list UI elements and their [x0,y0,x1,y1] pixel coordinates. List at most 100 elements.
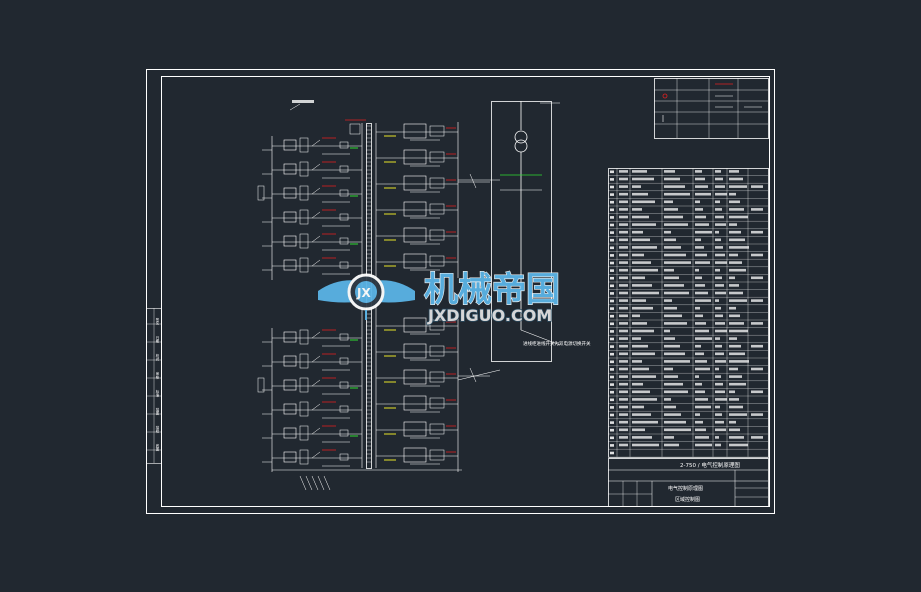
switch [311,235,321,243]
table-cell-text [695,398,708,401]
table-index [610,383,614,386]
table-index [610,170,614,174]
relay-box [299,353,309,369]
contactor-box [403,421,427,437]
top-breaker [349,123,361,135]
table-cell-text [695,223,709,226]
table-index [610,193,614,196]
table-index [610,261,614,265]
contactor-box [403,447,427,463]
table-index [610,322,614,326]
table-cell-text [729,170,739,173]
switch [311,331,321,339]
table-cell-text [619,268,628,272]
motor-box [429,397,445,409]
table-cell-text [729,261,742,264]
motor-box [429,423,445,435]
table-cell-text [695,268,699,272]
table-cell-text [751,413,763,416]
table-cell-text [695,375,699,378]
watermark-logo: JX [318,273,415,320]
switch [311,187,321,195]
table-cell-text [715,367,719,371]
table-cell-text [664,185,685,188]
fuse [339,261,349,269]
table-cell-text [619,405,628,409]
table-cell-text [632,284,652,287]
contactor-box [403,395,427,411]
table-cell-text [729,367,738,371]
table-index [610,200,614,204]
table-cell-text [715,291,726,295]
contactor-box [403,317,427,333]
table-cell-text [619,436,628,439]
table-cell-text [619,238,628,242]
table-cell-text [664,268,674,272]
table-cell-text [729,268,746,272]
table-cell-text [715,215,724,219]
table-cell-text [664,192,690,196]
table-cell-text [619,420,628,424]
table-cell-text [729,398,739,401]
label-text [292,100,314,103]
table-cell-text [695,352,704,356]
table-cell-text [664,246,681,249]
table-cell-text [664,413,681,416]
margin-tag: 签名 [155,317,159,325]
table-cell-text [695,246,704,249]
table-cell-text [729,253,738,257]
table-cell-text [751,367,763,371]
table-cell-text [632,268,658,272]
fuse [339,357,349,365]
table-cell-text [729,192,736,196]
table-cell-text [632,192,648,196]
table-cell-text [619,177,628,181]
motor-box [429,177,445,189]
table-cell-text [632,329,654,333]
table-cell-text [729,405,743,409]
table-cell-text [729,352,745,356]
table-cell-text [715,284,724,287]
table-index [610,352,614,356]
table-cell-text [664,230,671,234]
motor-box [283,379,297,391]
switch [311,139,321,147]
table-cell-text [619,375,628,378]
table-index [610,208,614,212]
table-cell-text [632,413,651,416]
table-cell-text [632,405,644,409]
title-block: 2-750 / 电气控制原理图 电气控制原理图 区域控制图 [608,458,769,507]
table-cell-text [619,230,628,234]
table-index [610,307,614,310]
table-cell-text [715,276,722,280]
motor-box [429,151,445,163]
table-cell-text [619,428,628,432]
table-cell-text [619,337,628,340]
table-cell-text [664,352,685,356]
motor-box [283,187,297,199]
table-cell-text [619,200,628,204]
table-cell-text [695,177,705,181]
table-cell-text [751,185,763,188]
table-cell-text [632,200,655,204]
table-cell-text [695,253,707,257]
table-cell-text [632,185,641,188]
table-cell-text [751,322,763,325]
table-cell-text [729,344,741,348]
table-cell-text [695,367,710,371]
switch [311,355,321,363]
inner-frame [161,76,770,507]
fuse [339,237,349,245]
table-cell-text [619,223,628,226]
margin-tag: 描校 [155,425,159,433]
table-cell-text [715,360,726,363]
table-cell-text [729,177,743,181]
table-cell-text [715,337,720,340]
table-cell-text [715,253,725,257]
switch [311,403,321,411]
table-cell-text [632,208,642,211]
table-cell-text [664,322,687,325]
table-cell-text [619,215,628,219]
